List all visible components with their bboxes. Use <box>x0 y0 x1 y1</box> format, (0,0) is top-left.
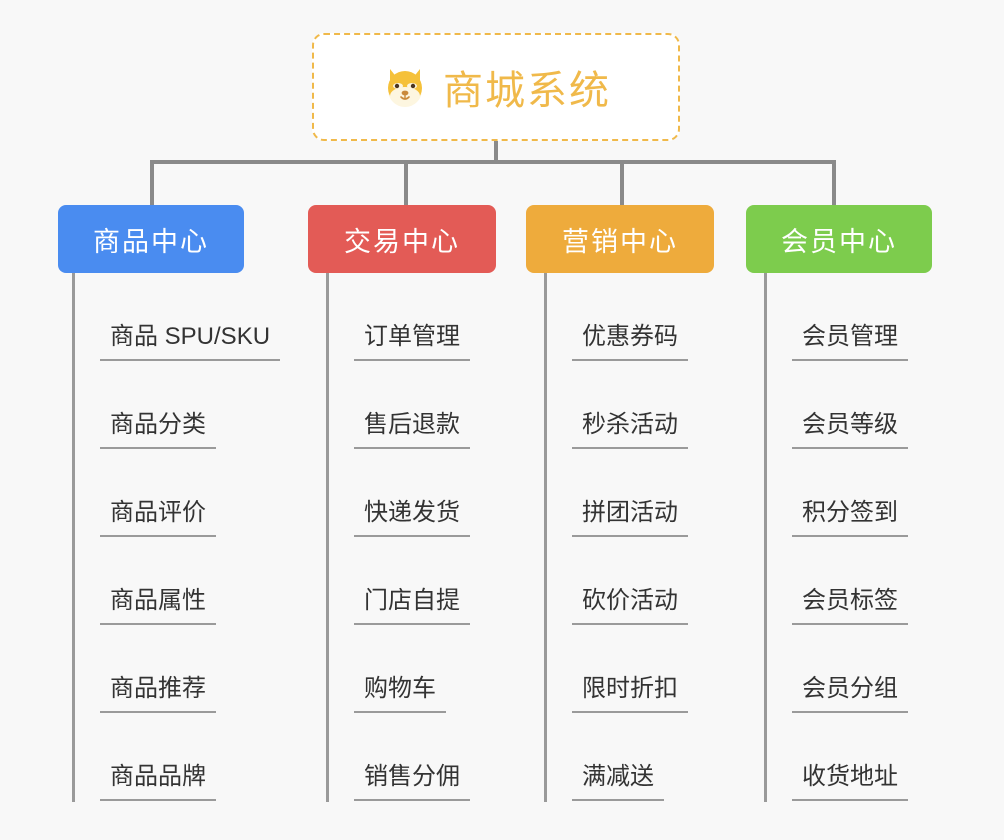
leaf-label: 限时折扣 <box>572 677 688 713</box>
leaf-label: 售后退款 <box>354 413 470 449</box>
branch-trunk-line <box>326 273 329 802</box>
leaf-label: 商品 SPU/SKU <box>100 325 281 361</box>
leaf-node[interactable]: 秒杀活动 <box>544 361 688 449</box>
leaf-node[interactable]: 积分签到 <box>764 449 908 537</box>
leaf-node[interactable]: 销售分佣 <box>326 713 470 801</box>
category-label: 营销中心 <box>562 226 678 257</box>
leaf-label: 会员管理 <box>792 325 908 361</box>
leaf-node[interactable]: 快递发货 <box>326 449 470 537</box>
leaf-label: 商品分类 <box>100 413 216 449</box>
leaf-node[interactable]: 会员标签 <box>764 537 908 625</box>
leaf-label: 会员标签 <box>792 589 908 625</box>
branch-connector-4 <box>832 160 836 205</box>
leaf-node[interactable]: 商品推荐 <box>72 625 216 713</box>
leaf-label: 购物车 <box>354 677 446 713</box>
leaf-node[interactable]: 购物车 <box>326 625 446 713</box>
leaf-label: 销售分佣 <box>354 765 470 801</box>
leaf-node[interactable]: 限时折扣 <box>544 625 688 713</box>
leaf-label: 门店自提 <box>354 589 470 625</box>
leaf-label: 砍价活动 <box>572 589 688 625</box>
leaf-node[interactable]: 商品分类 <box>72 361 216 449</box>
leaf-label: 优惠券码 <box>572 325 688 361</box>
leaf-label: 积分签到 <box>792 501 908 537</box>
leaf-node[interactable]: 满减送 <box>544 713 664 801</box>
shiba-dog-face-icon <box>381 63 429 111</box>
leaf-label: 订单管理 <box>354 325 470 361</box>
root-node[interactable]: 商城系统 <box>312 33 680 141</box>
root-connector-bus <box>150 160 834 164</box>
leaf-label: 商品推荐 <box>100 677 216 713</box>
branch-connector-2 <box>404 160 408 205</box>
branch-connector-3 <box>620 160 624 205</box>
category-node-2[interactable]: 交易中心 <box>308 205 496 273</box>
leaf-label: 拼团活动 <box>572 501 688 537</box>
category-node-3[interactable]: 营销中心 <box>526 205 714 273</box>
root-title: 商城系统 <box>443 69 611 113</box>
leaf-node[interactable]: 会员管理 <box>764 273 908 361</box>
leaf-label: 满减送 <box>572 765 664 801</box>
leaf-node[interactable]: 商品属性 <box>72 537 216 625</box>
leaf-label: 会员分组 <box>792 677 908 713</box>
leaf-node[interactable]: 售后退款 <box>326 361 470 449</box>
leaf-node[interactable]: 收货地址 <box>764 713 908 801</box>
leaf-label: 商品属性 <box>100 589 216 625</box>
leaf-label: 秒杀活动 <box>572 413 688 449</box>
category-node-1[interactable]: 商品中心 <box>58 205 244 273</box>
category-node-4[interactable]: 会员中心 <box>746 205 932 273</box>
leaf-label: 快递发货 <box>354 501 470 537</box>
leaf-node[interactable]: 商品评价 <box>72 449 216 537</box>
leaf-node[interactable]: 优惠券码 <box>544 273 688 361</box>
leaf-label: 会员等级 <box>792 413 908 449</box>
branch-trunk-line <box>72 273 75 802</box>
branch-trunk-line <box>544 273 547 802</box>
branch-trunk-line <box>764 273 767 802</box>
leaf-node[interactable]: 拼团活动 <box>544 449 688 537</box>
leaf-node[interactable]: 会员等级 <box>764 361 908 449</box>
root-connector-stem <box>494 141 498 162</box>
leaf-node[interactable]: 砍价活动 <box>544 537 688 625</box>
category-label: 商品中心 <box>93 226 209 257</box>
category-label: 会员中心 <box>781 226 897 257</box>
leaf-node[interactable]: 门店自提 <box>326 537 470 625</box>
leaf-node[interactable]: 商品品牌 <box>72 713 216 801</box>
leaf-label: 商品评价 <box>100 501 216 537</box>
category-label: 交易中心 <box>344 226 460 257</box>
leaf-node[interactable]: 会员分组 <box>764 625 908 713</box>
leaf-node[interactable]: 订单管理 <box>326 273 470 361</box>
leaf-node[interactable]: 商品 SPU/SKU <box>72 273 281 361</box>
leaf-label: 收货地址 <box>792 765 908 801</box>
leaf-label: 商品品牌 <box>100 765 216 801</box>
branch-connector-1 <box>150 160 154 205</box>
